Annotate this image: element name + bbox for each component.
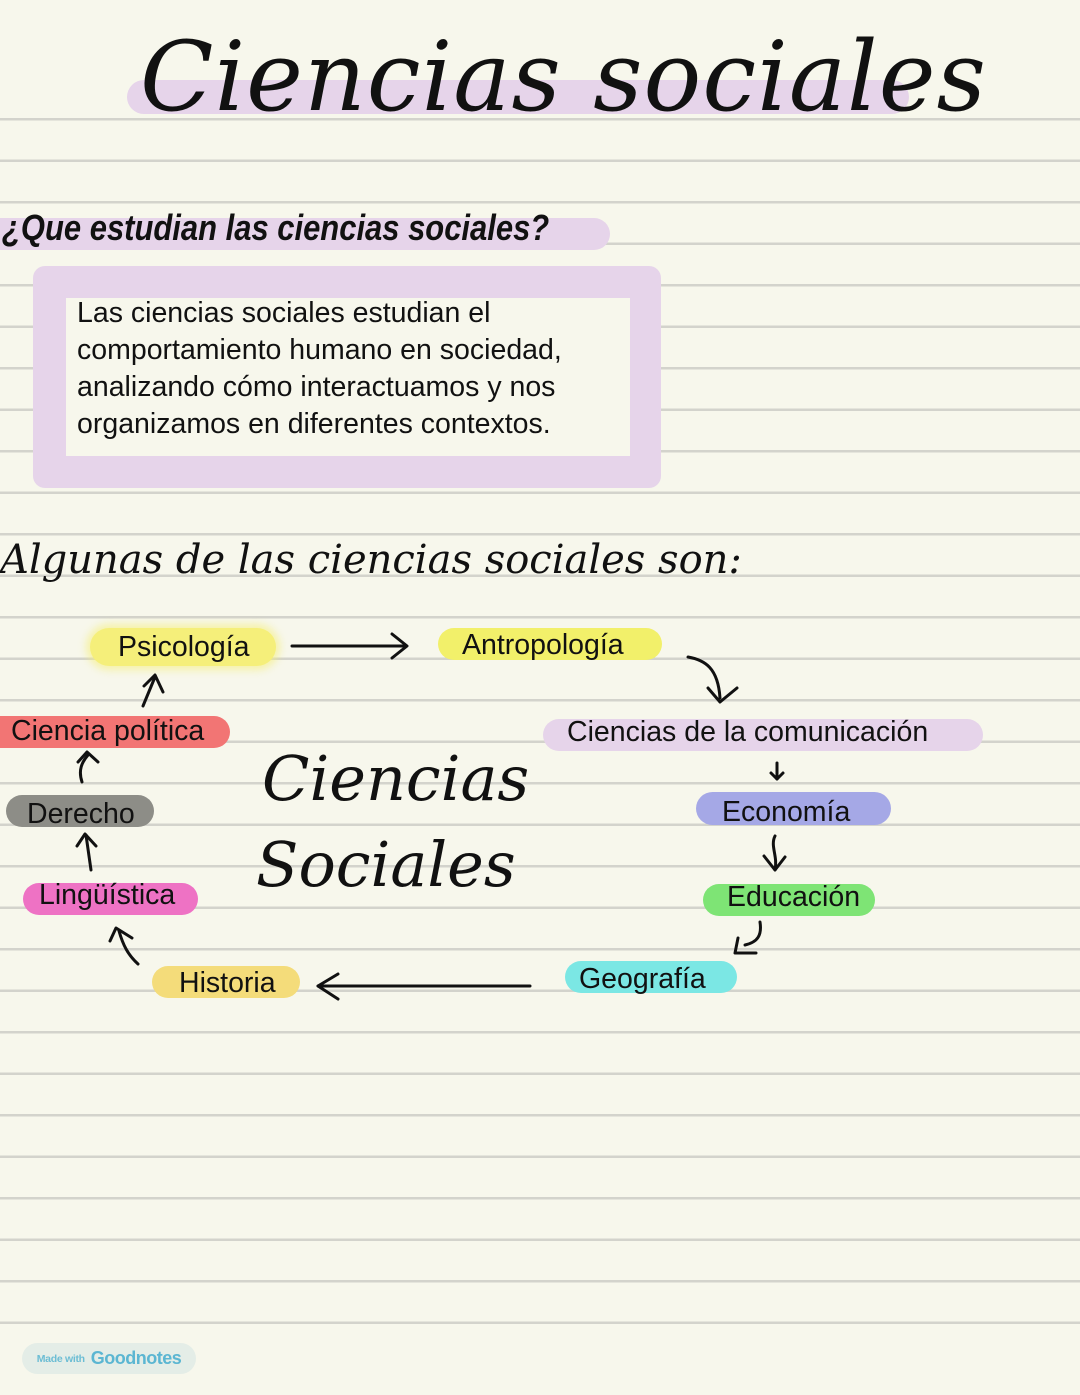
node-label: Educación (727, 881, 861, 913)
center-title-line1: Ciencias (262, 742, 530, 815)
node-educacion: Educación (703, 881, 875, 916)
arrow-right-icon (290, 632, 409, 660)
center-title-line2: Sociales (256, 828, 516, 901)
node-derecho: Derecho (6, 795, 154, 830)
node-label: Lingüística (39, 879, 176, 911)
node-label: Psicología (118, 631, 250, 663)
node-geografia: Geografía (565, 961, 737, 995)
question-highlight (0, 218, 610, 250)
node-label: Historia (179, 967, 276, 999)
node-label: Economía (722, 796, 851, 828)
section-subtitle: Algunas de las ciencias sociales son: (0, 537, 742, 583)
node-antropologia: Antropología (438, 628, 662, 661)
arrow-left-icon (316, 972, 532, 1001)
node-ciencia-politica: Ciencia política (0, 715, 230, 748)
arrow-down-left-icon (733, 920, 762, 955)
node-label: Derecho (27, 798, 135, 830)
goodnotes-badge[interactable]: Made with Goodnotes (22, 1343, 196, 1374)
arrow-up-right-icon (141, 673, 165, 708)
page-title: Ciencias sociales (140, 21, 987, 133)
definition-box-inner (66, 298, 630, 456)
node-historia: Historia (152, 966, 300, 999)
section-question: ¿Que estudian las ciencias sociales? (2, 207, 550, 248)
definition-line: analizando cómo interactuamos y nos (77, 371, 556, 403)
node-label: Ciencias de la comunicación (567, 716, 929, 748)
definition-line: comportamiento humano en sociedad, (77, 334, 562, 366)
arrow-up-left-icon (108, 926, 140, 966)
goodnotes-logo: Goodnotes (90, 1348, 182, 1368)
node-economia: Economía (696, 792, 891, 828)
made-with-label: Made with (36, 1352, 85, 1365)
arrow-down-curved-icon (762, 834, 787, 872)
arrow-down-icon (769, 761, 785, 781)
node-label: Antropología (462, 629, 624, 661)
definition-line: Las ciencias sociales estudian el (77, 297, 491, 329)
node-label: Geografía (579, 963, 706, 995)
definition-line: organizamos en diferentes contextos. (77, 408, 551, 440)
title-highlight (127, 80, 909, 114)
arrow-curved-down-icon (686, 655, 739, 704)
node-ciencias-comunicacion: Ciencias de la comunicación (543, 716, 983, 751)
node-label: Ciencia política (11, 715, 205, 747)
arrow-up-curved-icon (76, 750, 100, 784)
definition-text: Las ciencias sociales estudian el compor… (77, 295, 637, 443)
node-linguistica: Lingüística (23, 879, 198, 915)
arrow-up-icon (75, 832, 98, 872)
node-psicologia: Psicología (90, 628, 276, 666)
